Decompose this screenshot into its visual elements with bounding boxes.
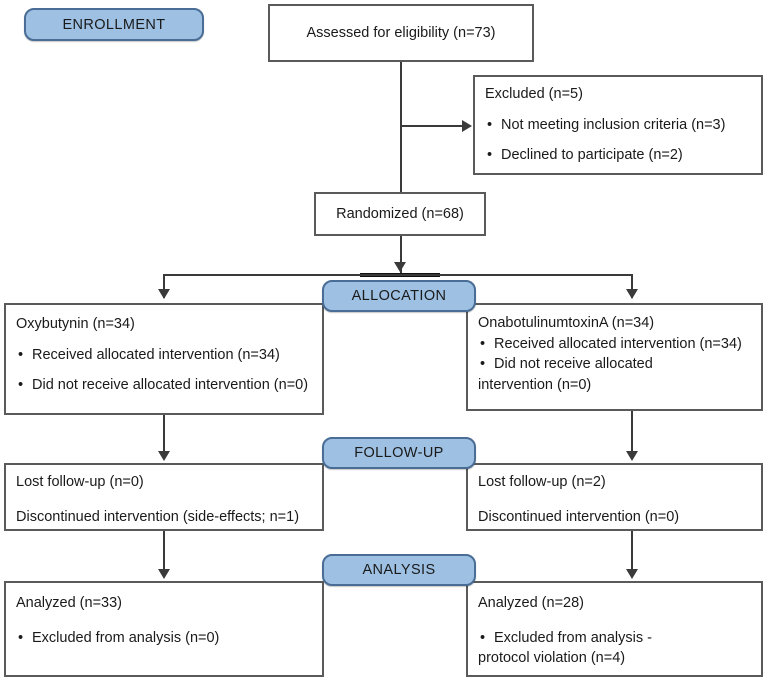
box-followup-left: Lost follow-up (n=0) Discontinued interv… xyxy=(4,463,324,531)
stage-pill-enrollment-label: ENROLLMENT xyxy=(62,16,166,33)
connector-split-horizontal xyxy=(163,274,633,276)
followup-left-lost: Lost follow-up (n=0) xyxy=(16,474,144,490)
arrow-right-icon-excluded xyxy=(462,120,472,132)
analysis-left-heading: Analyzed (n=33) xyxy=(16,595,122,611)
connector-assessed-to-randomized xyxy=(400,62,402,192)
analysis-right-item-1: Excluded from analysis - xyxy=(478,630,753,647)
box-allocation-left: Oxybutynin (n=34) Received allocated int… xyxy=(4,303,324,415)
stage-pill-followup-label: FOLLOW-UP xyxy=(354,445,444,461)
arrow-down-icon-followup-right xyxy=(626,451,638,461)
arrow-down-icon-analysis-left xyxy=(158,569,170,579)
allocation-left-item-1: Received allocated intervention (n=34) xyxy=(16,347,314,364)
stage-pill-allocation-label: ALLOCATION xyxy=(351,288,447,304)
arrow-down-icon-alloc-left xyxy=(158,289,170,299)
box-randomized: Randomized (n=68) xyxy=(314,192,486,236)
connector-to-excluded xyxy=(400,125,462,127)
allocation-right-item-2: Did not receive allocated xyxy=(478,356,753,373)
stage-pill-allocation: ALLOCATION xyxy=(322,280,476,312)
box-excluded: Excluded (n=5) Not meeting inclusion cri… xyxy=(473,75,763,175)
stage-pill-enrollment: ENROLLMENT xyxy=(24,8,204,41)
excluded-item-1: Not meeting inclusion criteria (n=3) xyxy=(485,117,753,134)
allocation-left-heading: Oxybutynin (n=34) xyxy=(16,316,135,332)
connector-alloc-right-to-followup xyxy=(631,411,633,455)
connector-followup-left-to-analysis xyxy=(163,531,165,573)
connector-split-right-down xyxy=(631,274,633,298)
box-assessed-for-eligibility: Assessed for eligibility (n=73) xyxy=(268,4,534,62)
excluded-title: Excluded (n=5) xyxy=(485,86,583,102)
arrow-down-icon-alloc-right xyxy=(626,289,638,299)
allocation-right-item-1: Received allocated intervention (n=34) xyxy=(478,336,753,353)
stage-pill-analysis-label: ANALYSIS xyxy=(362,562,436,578)
followup-right-discontinued: Discontinued intervention (n=0) xyxy=(478,508,680,525)
connector-followup-right-to-analysis xyxy=(631,531,633,573)
box-analysis-left: Analyzed (n=33) Excluded from analysis (… xyxy=(4,581,324,677)
box-analysis-right: Analyzed (n=28) Excluded from analysis -… xyxy=(466,581,763,677)
stage-pill-followup: FOLLOW-UP xyxy=(322,437,476,469)
arrow-down-icon-followup-left xyxy=(158,451,170,461)
connector-split-left-down xyxy=(163,274,165,298)
followup-left-discontinued: Discontinued intervention (side-effects;… xyxy=(16,508,300,525)
randomized-text: Randomized (n=68) xyxy=(336,206,464,222)
excluded-item-2: Declined to participate (n=2) xyxy=(485,147,753,164)
analysis-left-item-1: Excluded from analysis (n=0) xyxy=(16,630,314,647)
analysis-right-heading: Analyzed (n=28) xyxy=(478,595,584,611)
box-followup-right: Lost follow-up (n=2) Discontinued interv… xyxy=(466,463,763,531)
connector-randomized-down xyxy=(400,236,402,274)
allocation-right-heading: OnabotulinumtoxinA (n=34) xyxy=(478,315,655,331)
assessed-text: Assessed for eligibility (n=73) xyxy=(306,25,496,41)
stage-pill-analysis: ANALYSIS xyxy=(322,554,476,586)
arrow-down-icon-randomized xyxy=(394,262,406,272)
analysis-right-item-1-continuation: protocol violation (n=4) xyxy=(478,650,626,667)
allocation-right-item-2-continuation: intervention (n=0) xyxy=(478,377,592,394)
box-allocation-right: OnabotulinumtoxinA (n=34) Received alloc… xyxy=(466,303,763,411)
allocation-left-item-2: Did not receive allocated intervention (… xyxy=(16,377,314,394)
arrow-down-icon-analysis-right xyxy=(626,569,638,579)
followup-right-lost: Lost follow-up (n=2) xyxy=(478,474,606,490)
connector-alloc-left-to-followup xyxy=(163,415,165,455)
